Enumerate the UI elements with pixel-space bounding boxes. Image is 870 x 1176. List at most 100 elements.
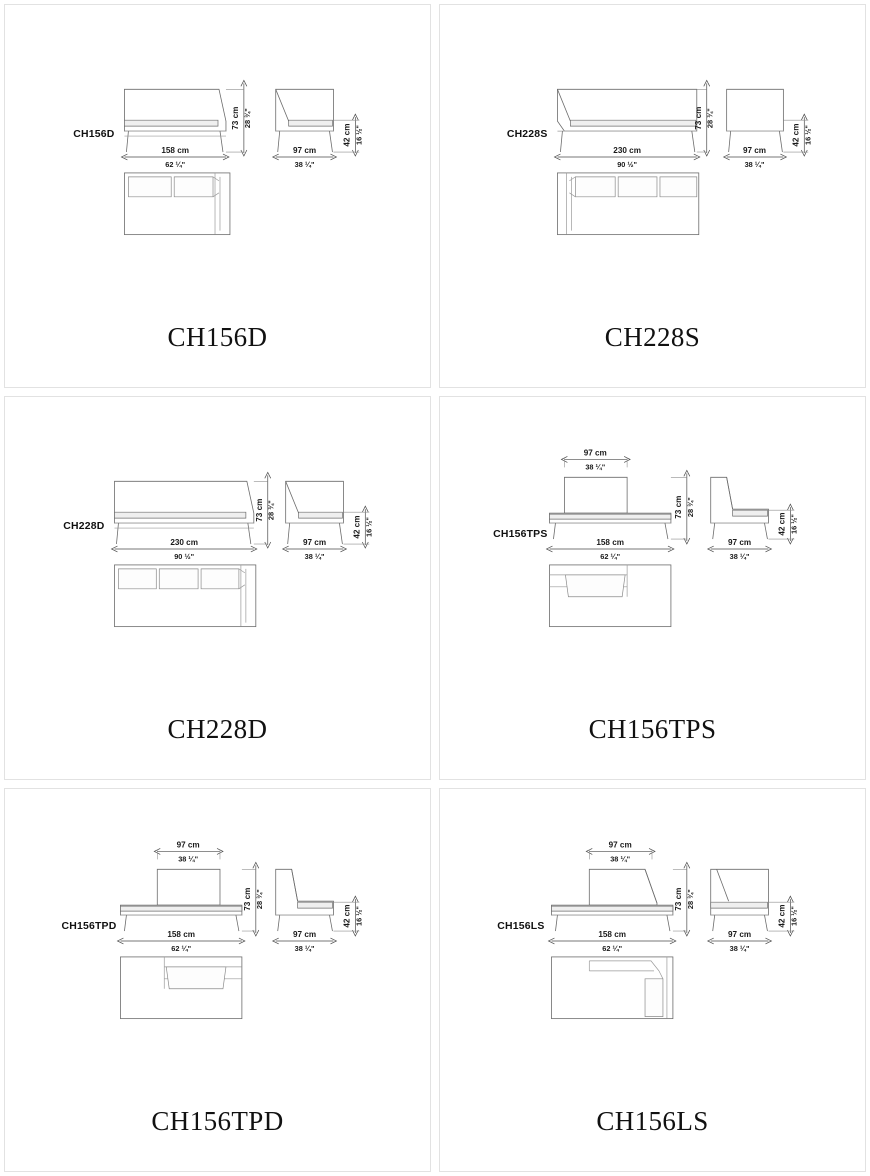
model-code-label: CH228D: [63, 521, 104, 532]
panel-ch228s: CH228S: [439, 4, 866, 388]
height-metric: 73 cm: [255, 499, 264, 522]
panel-ch156tps: CH156TPS 97 cm 38 ¼": [439, 396, 866, 780]
dimension-top-ch156tpd: 97 cm 38 ¼": [153, 840, 224, 863]
model-code-label: CH156LS: [497, 921, 544, 932]
height-metric: 73 cm: [674, 496, 683, 519]
width-metric: 158 cm: [167, 930, 195, 939]
top-dim-imperial: 38 ¼": [178, 854, 198, 863]
seat-height-imperial: 16 ½": [354, 125, 363, 145]
width-imperial: 90 ½": [174, 552, 194, 561]
plan-view-ch228s: [557, 172, 700, 236]
depth-imperial: 38 ¼": [730, 552, 750, 561]
side-elevation-ch228d: [285, 480, 344, 545]
depth-imperial: 38 ¼": [295, 160, 315, 169]
height-metric: 73 cm: [243, 888, 252, 911]
dimension-seat-height-ch156tps: 42 cm 16 ½": [768, 503, 798, 545]
top-dim-imperial: 38 ¼": [610, 854, 630, 863]
panel-ch228d: CH228D: [4, 396, 431, 780]
panel-caption-ch156ls: CH156LS: [596, 1106, 709, 1136]
plan-view-ch156tps: [549, 564, 672, 628]
height-imperial: 28 ¾": [243, 108, 252, 128]
drawing-ch156tps: CH156TPS 97 cm 38 ¼": [440, 397, 865, 697]
height-imperial: 28 ¾": [255, 889, 264, 909]
dimension-height-ch156tpd: 73 cm 28 ¾": [241, 861, 264, 937]
dimension-height-ch156d: 73 cm 28 ¾": [225, 79, 252, 157]
dimension-height-ch228s: 73 cm 28 ¾": [694, 79, 715, 157]
plan-view-ch156tpd: [120, 956, 243, 1020]
width-metric: 230 cm: [170, 538, 198, 547]
dimension-top-ch156tps: 97 cm 38 ¼": [560, 448, 631, 471]
dimension-seat-height-ch228d: 42 cm 16 ½": [343, 505, 373, 549]
seat-height-imperial: 16 ½": [364, 517, 373, 537]
dimension-seat-height-ch156tpd: 42 cm 16 ½": [333, 895, 363, 937]
depth-imperial: 38 ¼": [295, 944, 315, 953]
side-elevation-ch156d: [275, 88, 334, 153]
top-dim-imperial: 38 ¼": [585, 462, 605, 471]
panel-ch156ls: CH156LS 97 cm 38 ¼": [439, 788, 866, 1172]
dimension-height-ch156ls: 73 cm 28 ¾": [672, 861, 695, 937]
dimension-seat-height-ch156ls: 42 cm 16 ½": [768, 895, 798, 937]
height-metric: 73 cm: [674, 888, 683, 911]
seat-height-metric: 42 cm: [352, 516, 361, 539]
height-imperial: 28 ¾": [686, 497, 695, 517]
side-elevation-ch156ls: [710, 868, 769, 932]
dimension-depth-ch156tpd: 97 cm 38 ¼": [271, 930, 338, 953]
panel-caption-ch156tpd: CH156TPD: [151, 1106, 284, 1136]
panel-ch156d: CH156D: [4, 4, 431, 388]
width-imperial: 90 ½": [617, 160, 637, 169]
front-elevation-ch228s: [557, 88, 698, 153]
depth-imperial: 38 ¼": [305, 552, 325, 561]
panel-caption-ch228s: CH228S: [604, 322, 701, 352]
seat-height-imperial: 16 ½": [803, 125, 812, 145]
plan-view-ch228d: [114, 564, 257, 628]
depth-metric: 97 cm: [743, 146, 766, 155]
seat-height-metric: 42 cm: [342, 124, 351, 147]
panel-ch156tpd: CH156TPD 97 cm 38 ¼": [4, 788, 431, 1172]
width-imperial: 62 ¼": [165, 160, 185, 169]
dimension-width-ch156tpd: 158 cm 62 ¼": [116, 930, 246, 953]
front-elevation-ch156ls: [551, 868, 674, 932]
seat-height-metric: 42 cm: [777, 513, 786, 536]
top-dim-metric: 97 cm: [609, 840, 632, 849]
side-elevation-ch156tpd: [275, 868, 334, 932]
dimension-width-ch156tps: 158 cm 62 ¼": [545, 538, 675, 561]
seat-height-imperial: 16 ½": [789, 514, 798, 534]
drawing-ch228s: CH228S: [440, 5, 865, 305]
plan-view-ch156d: [124, 172, 231, 236]
front-elevation-ch156tps: [549, 476, 672, 540]
drawing-ch156ls: CH156LS 97 cm 38 ¼": [440, 789, 865, 1089]
dimension-depth-ch156ls: 97 cm 38 ¼": [706, 930, 773, 953]
dimension-height-ch228d: 73 cm 28 ¾": [253, 471, 276, 549]
depth-metric: 97 cm: [293, 146, 316, 155]
model-code-label: CH156D: [73, 129, 114, 140]
front-elevation-ch156tpd: [120, 868, 243, 932]
height-imperial: 28 ¾": [706, 108, 715, 128]
width-metric: 158 cm: [596, 538, 624, 547]
dimension-seat-height-ch156d: 42 cm 16 ½": [333, 113, 363, 157]
width-imperial: 62 ¼": [171, 944, 191, 953]
height-imperial: 28 ¾": [686, 889, 695, 909]
dimension-depth-ch156tps: 97 cm 38 ¼": [706, 538, 773, 561]
front-elevation-ch156d: [124, 88, 227, 153]
seat-height-imperial: 16 ½": [789, 906, 798, 926]
plan-view-ch156ls: [551, 956, 674, 1020]
depth-metric: 97 cm: [728, 930, 751, 939]
model-code-label: CH156TPS: [493, 529, 547, 540]
depth-metric: 97 cm: [293, 930, 316, 939]
width-metric: 158 cm: [598, 930, 626, 939]
dimension-width-ch228s: 230 cm 90 ½": [553, 146, 701, 169]
width-metric: 158 cm: [161, 146, 189, 155]
depth-imperial: 38 ¼": [730, 944, 750, 953]
model-code-label: CH156TPD: [62, 921, 117, 932]
seat-height-imperial: 16 ½": [354, 906, 363, 926]
dimension-width-ch156d: 158 cm 62 ¼": [120, 146, 230, 169]
dimension-width-ch156ls: 158 cm 62 ¼": [547, 930, 677, 953]
seat-height-metric: 42 cm: [791, 124, 800, 147]
model-code-label: CH228S: [507, 129, 548, 140]
side-elevation-ch156tps: [710, 476, 769, 540]
dimension-height-ch156tps: 73 cm 28 ¾": [670, 469, 695, 545]
panel-caption-ch156d: CH156D: [167, 322, 268, 352]
depth-metric: 97 cm: [303, 538, 326, 547]
seat-height-metric: 42 cm: [777, 905, 786, 928]
